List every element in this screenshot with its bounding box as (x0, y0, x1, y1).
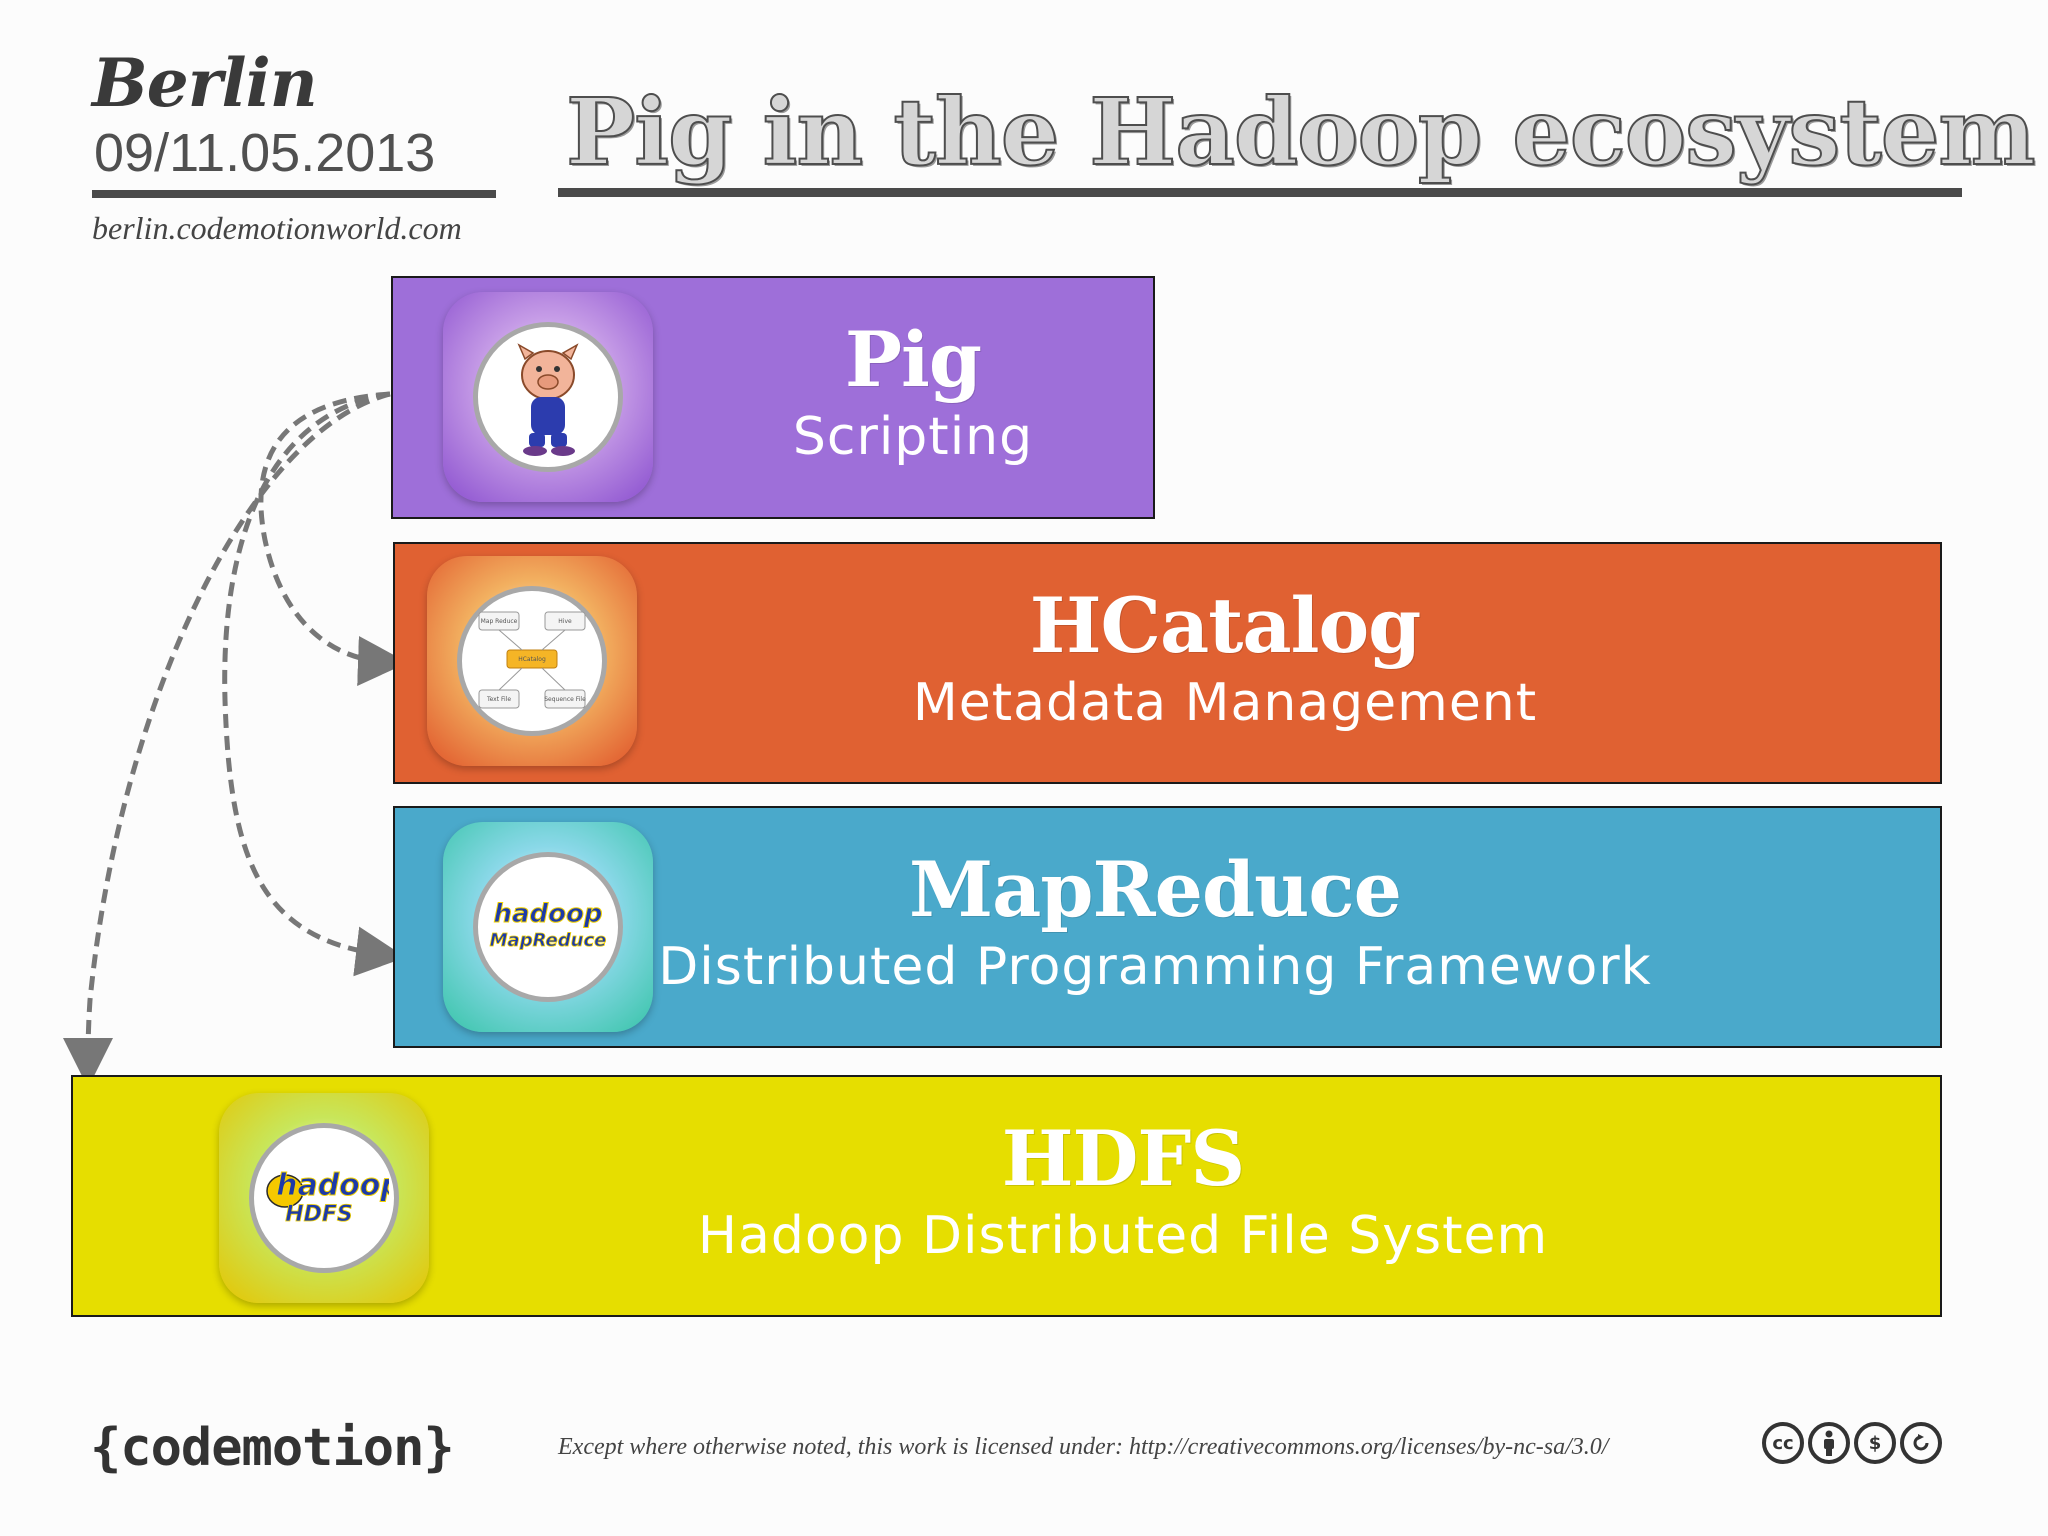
license-notice: Except where otherwise noted, this work … (558, 1434, 1609, 1460)
layer-description: Metadata Management (912, 673, 1538, 733)
event-website: berlin.codemotionworld.com (92, 210, 462, 246)
hadoop-hdfs-icon: hadoop HDFS (219, 1093, 429, 1303)
layer-name: Pig (844, 315, 982, 404)
layer-description: Hadoop Distributed File System (697, 1206, 1549, 1266)
layer-mapreduce: hadoop MapReduce MapReduce Distributed P… (393, 806, 1942, 1048)
creative-commons-badges: cc $ (1762, 1422, 1942, 1464)
noncommercial-icon: $ (1854, 1422, 1896, 1464)
layer-hdfs: hadoop HDFS HDFS Hadoop Distributed File… (71, 1075, 1942, 1317)
hcatalog-icon-label: Hive (558, 618, 572, 625)
arrow-pig-to-mapreduce (222, 391, 406, 977)
cc-icon: cc (1762, 1422, 1804, 1464)
hcatalog-icon-label: Text File (486, 696, 511, 703)
layer-hcatalog: Map Reduce Hive HCatalog Text File Seque… (393, 542, 1942, 784)
header-divider-right (558, 188, 1962, 197)
attribution-icon (1808, 1422, 1850, 1464)
arrow-pig-to-hdfs (63, 391, 391, 1088)
hcatalog-diagram-icon: Map Reduce Hive HCatalog Text File Seque… (427, 556, 637, 766)
slide-title: Pig in the Hadoop ecosystem (565, 77, 2037, 187)
hcatalog-icon-label: Sequence File (544, 696, 586, 703)
header-divider-left (92, 190, 496, 198)
pig-mascot-icon (443, 292, 653, 502)
icon-wordmark: HDFS (285, 1202, 353, 1227)
layer-pig: Pig Scripting (391, 276, 1155, 519)
layer-name: HDFS (1001, 1114, 1246, 1203)
arrow-pig-to-hcatalog (258, 391, 408, 686)
layer-description: Scripting (792, 407, 1034, 467)
event-city: Berlin (92, 44, 318, 122)
hcatalog-icon-label: Map Reduce (481, 618, 518, 625)
layer-description: Distributed Programming Framework (658, 937, 1652, 997)
codemotion-logo: {codemotion} (90, 1418, 455, 1478)
layer-name: HCatalog (1029, 581, 1422, 670)
hadoop-mapreduce-icon: hadoop MapReduce (443, 822, 653, 1032)
icon-wordmark: hadoop (493, 899, 602, 929)
icon-wordmark: hadoop (276, 1168, 389, 1203)
event-date: 09/11.05.2013 (94, 123, 436, 183)
icon-wordmark: MapReduce (490, 930, 607, 951)
layer-name: MapReduce (908, 845, 1402, 934)
hcatalog-icon-label: HCatalog (518, 656, 546, 663)
sharealike-icon (1900, 1422, 1942, 1464)
